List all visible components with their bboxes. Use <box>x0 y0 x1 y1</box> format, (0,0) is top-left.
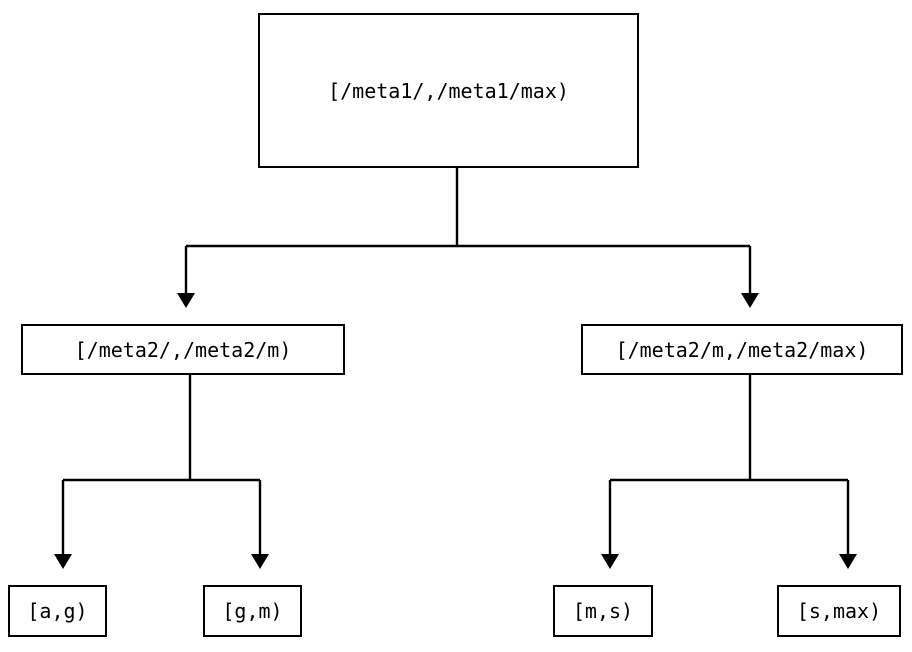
tree-node-leaf-1: [g,m) <box>203 585 302 637</box>
tree-node-leaf-0-label: [a,g) <box>27 599 88 623</box>
arrowhead-icon <box>839 554 857 569</box>
tree-node-leaf-3-label: [s,max) <box>796 599 882 623</box>
tree-node-leaf-1-label: [g,m) <box>222 599 283 623</box>
edge-midright-to-leaves <box>601 375 857 569</box>
arrowhead-icon <box>741 293 759 308</box>
arrowhead-icon <box>177 293 195 308</box>
arrowhead-icon <box>601 554 619 569</box>
tree-node-leaf-2-label: [m,s) <box>572 599 634 623</box>
arrowhead-icon <box>251 554 269 569</box>
tree-node-root-label: [/meta1/,/meta1/max) <box>328 78 569 103</box>
tree-node-mid-right-label: [/meta2/m,/meta2/max) <box>615 337 869 362</box>
edge-root-to-level1 <box>177 168 759 308</box>
tree-node-root: [/meta1/,/meta1/max) <box>258 13 639 168</box>
arrowhead-icon <box>54 554 72 569</box>
tree-node-leaf-3: [s,max) <box>777 585 901 637</box>
edge-midleft-to-leaves <box>54 375 269 569</box>
tree-node-mid-left: [/meta2/,/meta2/m) <box>21 324 345 375</box>
tree-node-leaf-0: [a,g) <box>8 585 107 637</box>
tree-node-mid-left-label: [/meta2/,/meta2/m) <box>74 337 292 362</box>
tree-node-leaf-2: [m,s) <box>553 585 653 637</box>
tree-node-mid-right: [/meta2/m,/meta2/max) <box>581 324 903 375</box>
